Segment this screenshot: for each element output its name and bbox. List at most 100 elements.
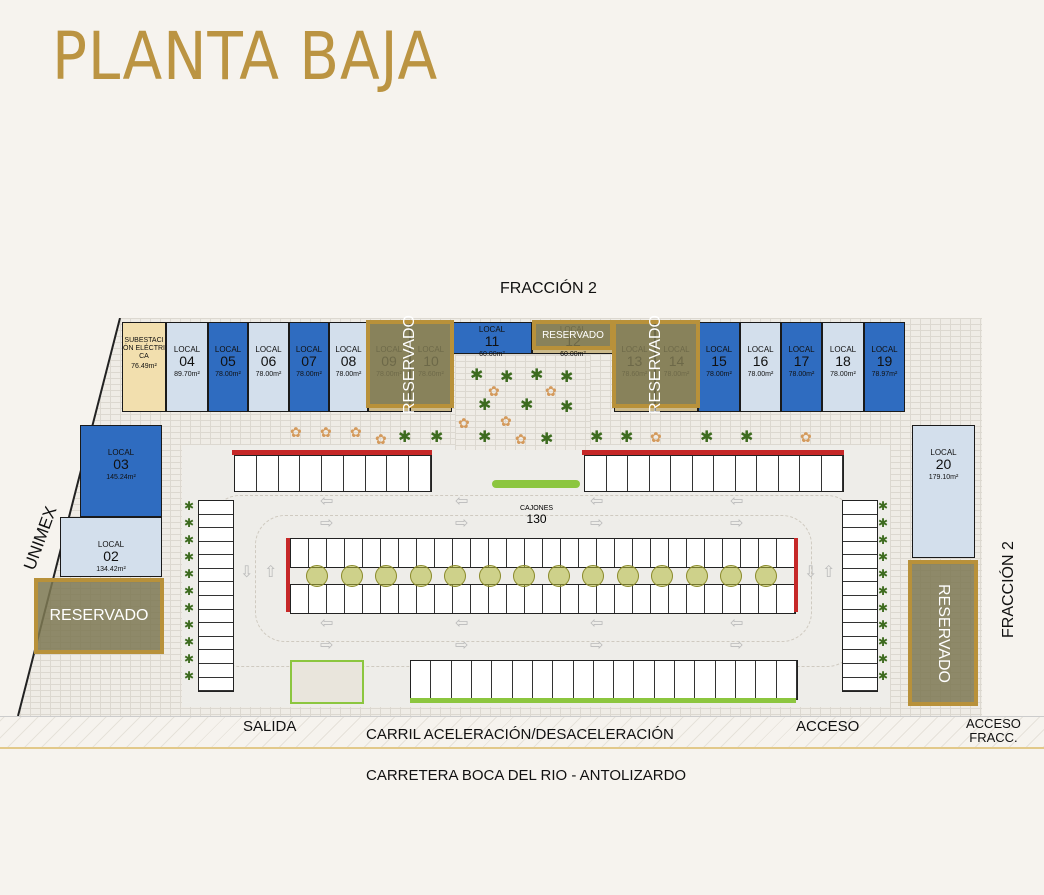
parking-stall bbox=[300, 456, 323, 491]
parking-stall bbox=[291, 585, 309, 613]
palm-tree-icon: ✱ bbox=[878, 533, 889, 547]
direction-arrow-icon: ⇦ bbox=[730, 493, 744, 510]
parking-stall bbox=[615, 539, 633, 567]
local-number: 08 bbox=[340, 353, 357, 369]
tree-icon bbox=[340, 565, 363, 587]
local-area: 89.70m² bbox=[174, 371, 200, 378]
reserved-area[interactable]: RESERVADO bbox=[532, 320, 614, 350]
local-number: 20 bbox=[935, 456, 952, 472]
parking-stall bbox=[199, 515, 233, 529]
parking-count: CAJONES 130 bbox=[520, 505, 553, 526]
direction-arrow-icon: ⇦ bbox=[320, 615, 334, 632]
planter-icon: ✿ bbox=[515, 431, 527, 447]
direction-arrow-icon: ⇦ bbox=[320, 493, 334, 510]
parking-stall bbox=[843, 582, 877, 597]
parking-stall bbox=[543, 585, 561, 613]
reserved-area[interactable]: RESERVADO bbox=[366, 315, 454, 414]
parking-stall bbox=[574, 661, 594, 699]
parking-stall bbox=[777, 661, 797, 699]
parking-stall bbox=[513, 661, 533, 699]
parking-stall bbox=[431, 661, 452, 699]
local-label: LOCAL bbox=[930, 448, 957, 457]
reserved-area[interactable]: RESERVADO bbox=[908, 560, 978, 706]
parking-stall bbox=[452, 661, 472, 699]
local-number: 17 bbox=[793, 353, 810, 369]
reserved-label: RESERVADO bbox=[935, 583, 952, 683]
palm-tree-icon: ✱ bbox=[590, 429, 604, 446]
parking-stall bbox=[309, 585, 327, 613]
parking-stall bbox=[843, 569, 877, 583]
parking-stall bbox=[714, 456, 736, 491]
palm-tree-icon: ✱ bbox=[430, 429, 444, 446]
parking-stall bbox=[741, 539, 759, 567]
tree-icon bbox=[754, 565, 777, 587]
palm-tree-icon: ✱ bbox=[878, 567, 889, 581]
local-area: 179.10m² bbox=[928, 474, 959, 481]
palm-tree-icon: ✱ bbox=[184, 669, 195, 683]
parking-stall bbox=[507, 539, 525, 567]
parking-stall bbox=[607, 456, 628, 491]
palm-tree-icon: ✱ bbox=[560, 369, 574, 386]
parking-stall bbox=[723, 539, 741, 567]
parking-stall bbox=[633, 585, 651, 613]
palm-tree-icon: ✱ bbox=[184, 584, 195, 598]
parking-stall bbox=[614, 661, 635, 699]
parking-row-bottom bbox=[410, 660, 798, 700]
tree-icon bbox=[409, 565, 432, 587]
local-number: 19 bbox=[876, 353, 893, 369]
palm-tree-icon: ✱ bbox=[878, 669, 889, 683]
reserved-area[interactable]: RESERVADO bbox=[34, 578, 164, 654]
local-label: LOCAL bbox=[788, 345, 815, 354]
palm-tree-icon: ✱ bbox=[398, 429, 412, 446]
parking-stall bbox=[800, 456, 822, 491]
reserved-label: RESERVADO bbox=[49, 607, 149, 624]
reserved-label: RESERVADO bbox=[647, 314, 664, 414]
palm-tree-icon: ✱ bbox=[878, 618, 889, 632]
parking-stall bbox=[533, 661, 554, 699]
parking-stall bbox=[671, 456, 693, 491]
palm-tree-icon: ✱ bbox=[878, 550, 889, 564]
palm-tree-icon: ✱ bbox=[878, 635, 889, 649]
parking-stall bbox=[453, 539, 471, 567]
direction-arrow-icon: ⇨ bbox=[730, 515, 744, 532]
local-label: LOCAL bbox=[173, 345, 201, 354]
direction-arrow-icon: ⇦ bbox=[730, 615, 744, 632]
parking-stall bbox=[489, 539, 507, 567]
parking-stall bbox=[199, 542, 233, 556]
parking-stall bbox=[435, 539, 453, 567]
tree-icon bbox=[582, 565, 604, 587]
palm-tree-icon: ✱ bbox=[560, 399, 574, 416]
reserved-area[interactable]: RESERVADO bbox=[612, 315, 700, 414]
parking-stall bbox=[543, 539, 561, 567]
parking-stall bbox=[843, 542, 877, 556]
local-label: LOCAL bbox=[214, 345, 242, 354]
parking-stall bbox=[756, 661, 777, 699]
parking-stall bbox=[777, 539, 795, 567]
substation-area: 76.49m² bbox=[131, 363, 157, 370]
local-label: LOCAL bbox=[255, 345, 282, 354]
local-label: LOCAL bbox=[295, 345, 323, 354]
palm-tree-icon: ✱ bbox=[620, 429, 634, 446]
planter-icon: ✿ bbox=[800, 429, 812, 445]
parking-stall bbox=[759, 539, 777, 567]
parking-stall bbox=[687, 585, 705, 613]
parking-stall bbox=[345, 585, 363, 613]
parking-stall bbox=[675, 661, 696, 699]
parking-stall bbox=[363, 539, 381, 567]
road bbox=[0, 716, 1044, 749]
parking-stall bbox=[417, 585, 435, 613]
